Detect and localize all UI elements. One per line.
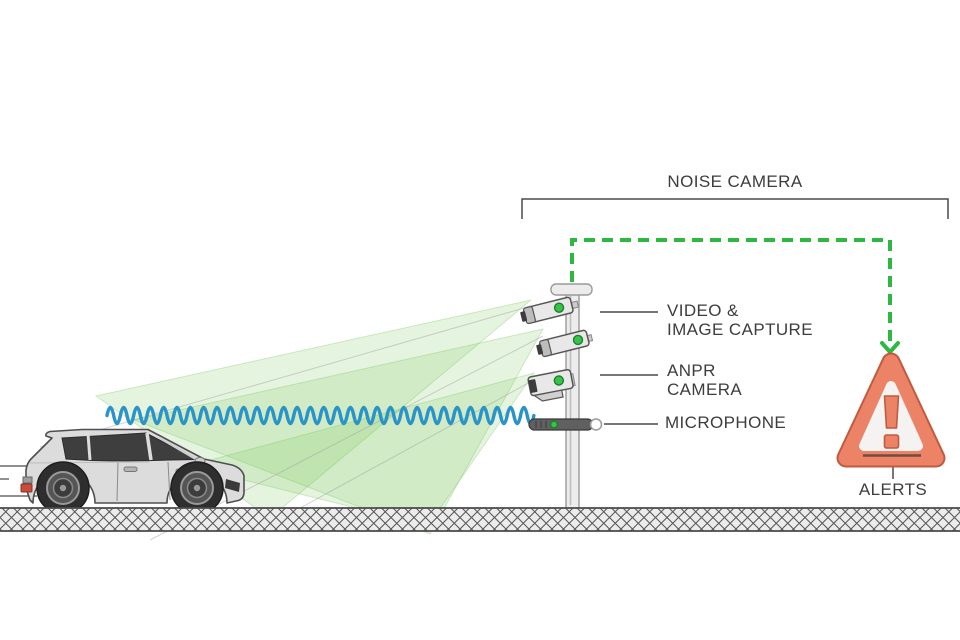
alert-flow-path [570, 238, 892, 342]
car-belt-line [29, 461, 151, 464]
car-taillight [20, 483, 33, 493]
microphone-icon [528, 418, 603, 431]
exclamation-bar [883, 395, 900, 429]
car-front-wheel [170, 461, 224, 515]
dashed-arrow [570, 238, 900, 354]
noise-camera-title: NOISE CAMERA [667, 172, 803, 191]
camera-led [572, 334, 584, 346]
exclamation-dot [883, 434, 900, 449]
car-a-pillar [159, 436, 197, 461]
road [0, 507, 960, 532]
label-connectors [600, 311, 894, 479]
cctv-camera-icon [536, 329, 594, 358]
microphone-ball [589, 418, 603, 431]
car-illustration [20, 428, 245, 515]
microphone-vents [535, 421, 547, 428]
detection-beam-image [132, 328, 544, 535]
camera-led [553, 375, 565, 386]
beam-edge-line [39, 305, 532, 448]
car-windows [61, 432, 198, 462]
car-headlight [225, 479, 240, 492]
warning-triangle-icon [836, 352, 946, 468]
anpr-line1: ANPR [667, 361, 716, 380]
car-door-handle [123, 466, 138, 472]
car-door-lines [116, 460, 171, 502]
noise-camera-bracket [521, 198, 949, 219]
camera-lens [536, 344, 544, 355]
car-pillar [145, 432, 153, 461]
car-rear-wheel [36, 461, 90, 515]
camera-visor [532, 389, 564, 402]
video-capture-label: VIDEO &IMAGE CAPTURE [667, 301, 813, 339]
sound-wave [105, 405, 536, 426]
camera-lens [528, 379, 538, 393]
anpr-camera-icon [527, 368, 576, 402]
microphone-label: MICROPHONE [665, 413, 787, 432]
beam-edge-line [259, 379, 535, 531]
video-capture-line2: IMAGE CAPTURE [667, 320, 813, 339]
camera-lens [520, 311, 528, 322]
car-pillar [86, 433, 92, 461]
car-rear-trim [22, 476, 33, 484]
arrow-head-icon [880, 341, 900, 354]
video-capture-line1: VIDEO & [667, 301, 739, 320]
pole-shaft [565, 291, 580, 511]
camera-led [553, 302, 565, 313]
microphone-led [549, 420, 559, 429]
cctv-camera-icon [520, 296, 580, 325]
anpr-line2: CAMERA [667, 380, 743, 399]
pole-cap [550, 283, 593, 296]
alerts-label: ALERTS [858, 480, 928, 499]
microphone-bar [528, 418, 594, 431]
